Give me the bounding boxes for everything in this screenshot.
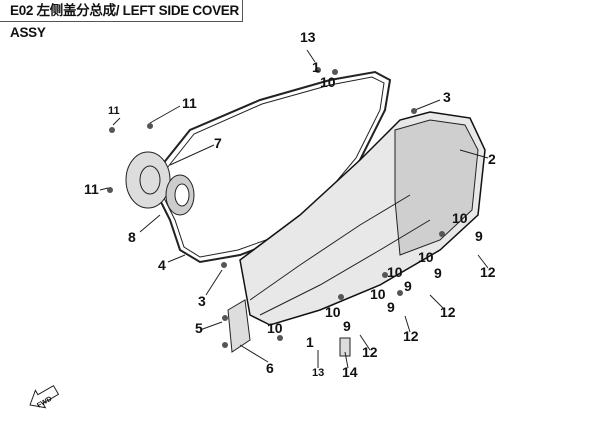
callout-3: 3	[198, 293, 206, 309]
callout-1: 1	[312, 59, 320, 75]
callout-10: 10	[267, 320, 283, 336]
callout-14: 14	[342, 364, 358, 380]
fwd-arrow	[29, 384, 60, 409]
callout-8: 8	[128, 229, 136, 245]
callout-10: 10	[325, 304, 341, 320]
callout-10: 10	[370, 286, 386, 302]
callout-12: 12	[480, 264, 496, 280]
callout-10: 10	[387, 264, 403, 280]
callout-10: 10	[320, 74, 336, 90]
callout-3: 3	[443, 89, 451, 105]
cover-plate	[125, 151, 171, 209]
callout-7: 7	[214, 135, 222, 151]
callout-10: 10	[452, 210, 468, 226]
plate	[227, 299, 251, 353]
callout-9: 9	[475, 228, 483, 244]
callout-12: 12	[403, 328, 419, 344]
callout-9: 9	[434, 265, 442, 281]
callout-6: 6	[266, 360, 274, 376]
callout-9: 9	[387, 299, 395, 315]
callout-13: 13	[300, 29, 316, 45]
callout-12: 12	[440, 304, 456, 320]
callout-9: 9	[404, 278, 412, 294]
callout-5: 5	[195, 320, 203, 336]
callout-11: 11	[84, 181, 99, 197]
callout-1: 1	[306, 334, 314, 350]
callout-10: 10	[418, 249, 434, 265]
callout-11: 11	[182, 95, 197, 111]
callout-13: 13	[312, 367, 325, 379]
callout-4: 4	[158, 257, 166, 273]
callout-9: 9	[343, 318, 351, 334]
callout-2: 2	[488, 151, 496, 167]
bolt-14	[339, 337, 351, 357]
callout-12: 12	[362, 344, 378, 360]
callout-11: 11	[108, 105, 120, 117]
diagram-title: E02 左侧盖分总成/ LEFT SIDE COVER ASSY	[0, 0, 243, 40]
